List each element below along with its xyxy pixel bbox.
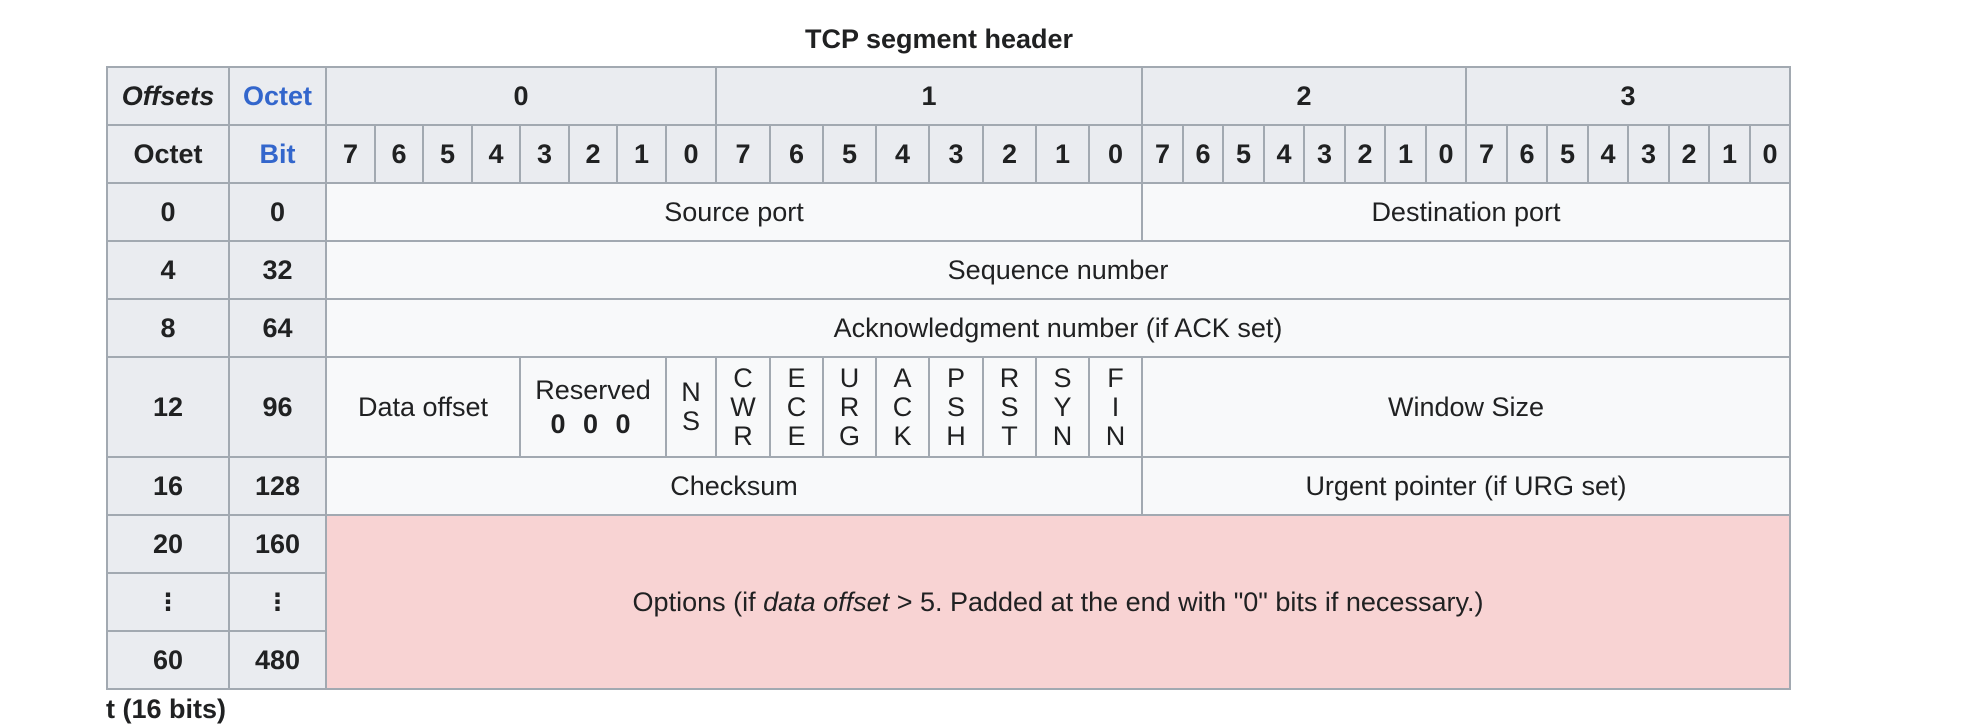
flag-label: F I N bbox=[1105, 362, 1126, 451]
bit-header-cell: 5 bbox=[1546, 124, 1589, 184]
options-field: Options (if data offset > 5. Padded at t… bbox=[325, 514, 1791, 690]
octet-0-header: 0 bbox=[325, 66, 717, 126]
table-caption: TCP segment header bbox=[804, 24, 1074, 54]
flag-fin: F I N bbox=[1088, 356, 1143, 458]
bit-column-header: Bit bbox=[228, 124, 327, 184]
flag-label: R S T bbox=[999, 362, 1020, 451]
bit-header-cell: 0 bbox=[1425, 124, 1467, 184]
bit-header-cell: 1 bbox=[1384, 124, 1427, 184]
bit-header-cell: 5 bbox=[422, 124, 473, 184]
row-octet-0: 0 bbox=[106, 182, 230, 242]
bit-header-cell: 2 bbox=[568, 124, 618, 184]
row-bit-480: 480 bbox=[228, 630, 327, 690]
octet-1-header: 1 bbox=[715, 66, 1143, 126]
bit-header-cell: 1 bbox=[1035, 124, 1090, 184]
flag-cwr: C W R bbox=[715, 356, 771, 458]
row-octet-20: 20 bbox=[106, 514, 230, 574]
bit-header-cell: 7 bbox=[1465, 124, 1508, 184]
row-bit-128: 128 bbox=[228, 456, 327, 516]
flag-rst: R S T bbox=[982, 356, 1037, 458]
bit-header-cell: 1 bbox=[616, 124, 667, 184]
row-bit-ellipsis: ⋮ bbox=[228, 572, 327, 632]
urgent-pointer-field: Urgent pointer (if URG set) bbox=[1141, 456, 1791, 516]
flag-label: U R G bbox=[838, 362, 860, 451]
bit-header-cell: 4 bbox=[875, 124, 930, 184]
bit-header-cell: 3 bbox=[928, 124, 984, 184]
source-port-field: Source port bbox=[325, 182, 1143, 242]
bit-header-cell: 3 bbox=[519, 124, 570, 184]
bit-header-cell: 2 bbox=[1344, 124, 1386, 184]
octet-column-header: Octet bbox=[228, 66, 327, 126]
row-bit-64: 64 bbox=[228, 298, 327, 358]
reserved-field: Reserved 0 0 0 bbox=[519, 356, 667, 458]
flag-label: S Y N bbox=[1052, 362, 1073, 451]
data-offset-field: Data offset bbox=[325, 356, 521, 458]
bit-header-cell: 0 bbox=[1088, 124, 1143, 184]
ack-number-field: Acknowledgment number (if ACK set) bbox=[325, 298, 1791, 358]
bit-header-cell: 4 bbox=[1263, 124, 1305, 184]
bit-header-cell: 7 bbox=[715, 124, 771, 184]
bit-header-cell: 6 bbox=[374, 124, 424, 184]
flag-label: E C E bbox=[786, 362, 807, 451]
row-octet-60: 60 bbox=[106, 630, 230, 690]
flag-label: A C K bbox=[892, 362, 913, 451]
destination-port-field: Destination port bbox=[1141, 182, 1791, 242]
octet-row-header: Octet bbox=[106, 124, 230, 184]
row-bit-96: 96 bbox=[228, 356, 327, 458]
bit-header-cell: 6 bbox=[1182, 124, 1224, 184]
bit-header-cell: 4 bbox=[1587, 124, 1629, 184]
window-size-field: Window Size bbox=[1141, 356, 1791, 458]
flag-label: C W R bbox=[730, 362, 756, 451]
flag-ece: E C E bbox=[769, 356, 824, 458]
bit-header-cell: 3 bbox=[1627, 124, 1670, 184]
bit-header-cell: 3 bbox=[1303, 124, 1346, 184]
flag-syn: S Y N bbox=[1035, 356, 1090, 458]
row-octet-8: 8 bbox=[106, 298, 230, 358]
reserved-label: Reserved bbox=[535, 375, 651, 405]
row-bit-0: 0 bbox=[228, 182, 327, 242]
row-octet-ellipsis: ⋮ bbox=[106, 572, 230, 632]
flag-label: N S bbox=[681, 377, 701, 436]
flag-label: P S H bbox=[946, 362, 966, 451]
flag-ns: N S bbox=[665, 356, 717, 458]
octet-3-header: 3 bbox=[1465, 66, 1791, 126]
bit-header-cell: 4 bbox=[471, 124, 521, 184]
checksum-field: Checksum bbox=[325, 456, 1143, 516]
flag-ack: A C K bbox=[875, 356, 930, 458]
bit-header-cell: 6 bbox=[1506, 124, 1548, 184]
reserved-bits: 0 0 0 bbox=[550, 409, 636, 439]
bit-header-cell: 7 bbox=[325, 124, 376, 184]
row-octet-16: 16 bbox=[106, 456, 230, 516]
flag-psh: P S H bbox=[928, 356, 984, 458]
row-octet-4: 4 bbox=[106, 240, 230, 300]
footer-partial-text: t (16 bits) bbox=[106, 694, 227, 724]
bit-header-cell: 5 bbox=[1222, 124, 1265, 184]
row-bit-160: 160 bbox=[228, 514, 327, 574]
bit-header-cell: 6 bbox=[769, 124, 824, 184]
offsets-header: Offsets bbox=[106, 66, 230, 126]
octet-2-header: 2 bbox=[1141, 66, 1467, 126]
bit-header-cell: 2 bbox=[1668, 124, 1710, 184]
row-octet-12: 12 bbox=[106, 356, 230, 458]
bit-header-cell: 0 bbox=[1749, 124, 1791, 184]
bit-header-cell: 5 bbox=[822, 124, 877, 184]
flag-urg: U R G bbox=[822, 356, 877, 458]
row-bit-32: 32 bbox=[228, 240, 327, 300]
bit-header-cell: 0 bbox=[665, 124, 717, 184]
bit-header-cell: 7 bbox=[1141, 124, 1184, 184]
bit-header-cell: 1 bbox=[1708, 124, 1751, 184]
bit-header-cell: 2 bbox=[982, 124, 1037, 184]
sequence-number-field: Sequence number bbox=[325, 240, 1791, 300]
